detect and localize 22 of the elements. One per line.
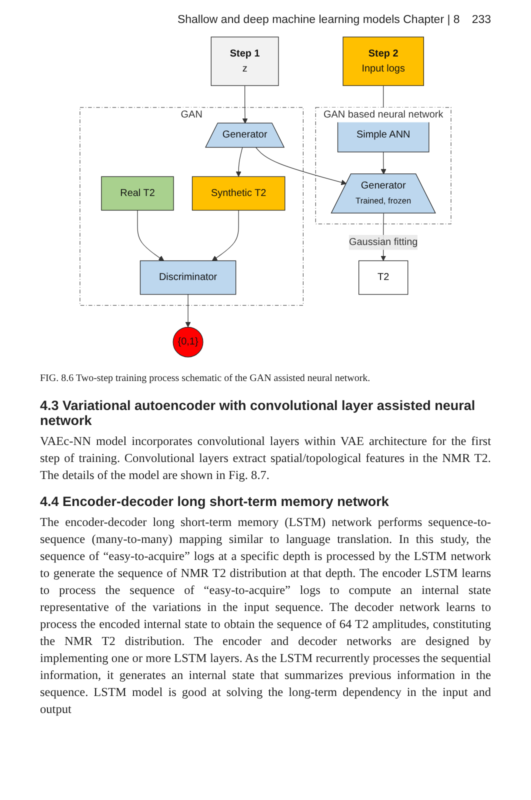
arrow (212, 210, 239, 261)
page-number: 233 (472, 14, 491, 26)
node-box: Synthetic T2 (192, 176, 286, 211)
node-box: Real T2 (101, 176, 174, 211)
node-circle: {0,1} (172, 326, 204, 358)
section-heading: 4.3 Variational autoencoder with convolutional layer assisted neural network (40, 398, 476, 428)
node-box: Step 2 Input logs (342, 36, 424, 86)
arrow (380, 152, 386, 174)
node-box: T2 (358, 260, 408, 295)
node-box: Step 1 z (210, 36, 279, 86)
arrow (185, 294, 191, 328)
node-box: Discriminator (140, 260, 236, 295)
running-header: Shallow and deep machine learning models Chapter | 8 (177, 14, 460, 26)
arrow (256, 147, 347, 186)
section-heading: 4.4 Encoder-decoder long short-term memory network (40, 494, 390, 509)
arrow (137, 210, 164, 261)
arrow (236, 147, 243, 177)
paragraph: The encoder-decoder long short-term memory (LSTM) network performs sequence-to-sequence (many-to-many) mapping similar to language translation. In this study, the sequence of “easy-to-acquire” logs at a specific depth is processed by the LSTM network to generate the sequence of NMR T2 distribution at that depth. The encoder LSTM learns to process the sequence of “easy-to-acquire” logs to compute an internal state representative of the variations in the input sequence. The decoder network learns to process the encoded internal state to obtain the sequence of 64 T2 amplitudes, constituting the NMR T2 distribution. The encoder and decoder networks are designed by implementing one or more LSTM layers. As the LSTM recurrently processes the sequential information, it generates an internal state that summarizes previous information in the sequence. LSTM model is good at solving the long-term dependency in the input and output (40, 514, 491, 718)
edge-label: Gaussian fitting (348, 236, 418, 248)
arrow (242, 85, 248, 124)
figure-caption: FIG. 8.6 Two-step training process schematic of the GAN assisted neural network. (40, 373, 372, 384)
paragraph: VAEc-NN model incorporates convolutional layers within VAE architecture for the first step of training. Convolutional layers extract spatial/topological features in the NMR T2. The details of the model are shown in Fig. 8.7. (40, 433, 491, 484)
